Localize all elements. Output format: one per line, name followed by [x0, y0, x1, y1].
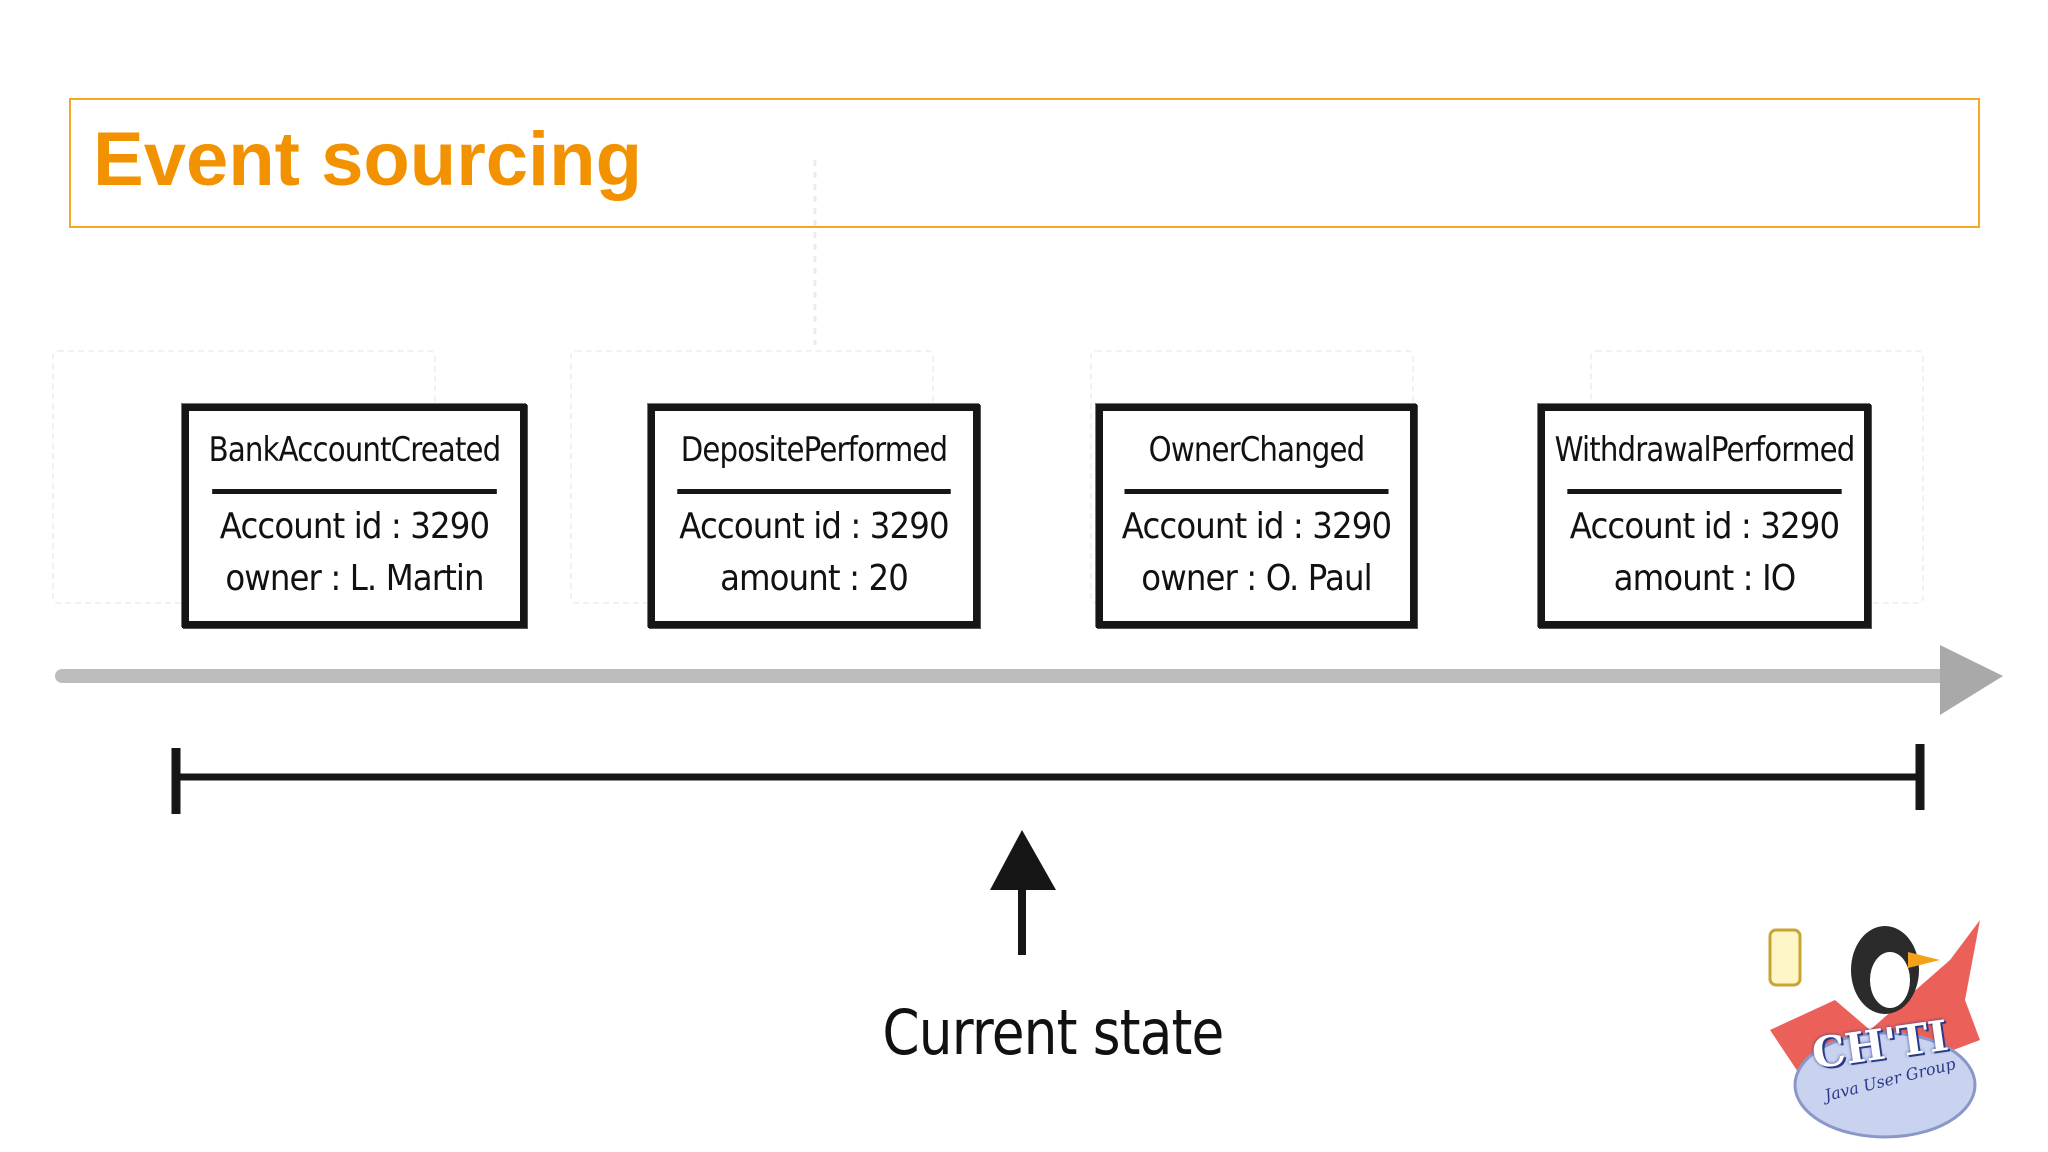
event-account-id: Account id : 3290	[1569, 506, 1840, 547]
chti-jug-logo: CH'TI Java User Group	[1740, 880, 2000, 1140]
event-card: WithdrawalPerformed Account id : 3290 am…	[1538, 404, 1871, 628]
time-arrow-head	[1940, 645, 2003, 715]
current-state-arrow-head	[990, 830, 1056, 890]
event-name: DepositePerformed	[677, 411, 951, 494]
title-box: Event sourcing	[69, 98, 1980, 228]
event-detail: amount : 20	[720, 558, 909, 599]
event-name: BankAccountCreated	[209, 411, 501, 494]
logo-graphic	[1768, 920, 1980, 1139]
event-card: DepositePerformed Account id : 3290 amou…	[648, 404, 980, 628]
event-account-id: Account id : 3290	[219, 506, 490, 547]
slide-title: Event sourcing	[93, 117, 642, 202]
event-card: OwnerChanged Account id : 3290 owner : O…	[1096, 404, 1417, 628]
event-account-id: Account id : 3290	[679, 506, 949, 547]
event-detail: owner : O. Paul	[1141, 558, 1372, 599]
event-detail: amount : IO	[1613, 558, 1797, 599]
event-name: WithdrawalPerformed	[1555, 411, 1855, 494]
event-detail: owner : L. Martin	[225, 558, 484, 599]
event-name: OwnerChanged	[1124, 411, 1389, 494]
current-state-label: Current state	[882, 996, 1224, 1069]
event-card: BankAccountCreated Account id : 3290 own…	[182, 404, 527, 628]
event-account-id: Account id : 3290	[1121, 506, 1392, 547]
